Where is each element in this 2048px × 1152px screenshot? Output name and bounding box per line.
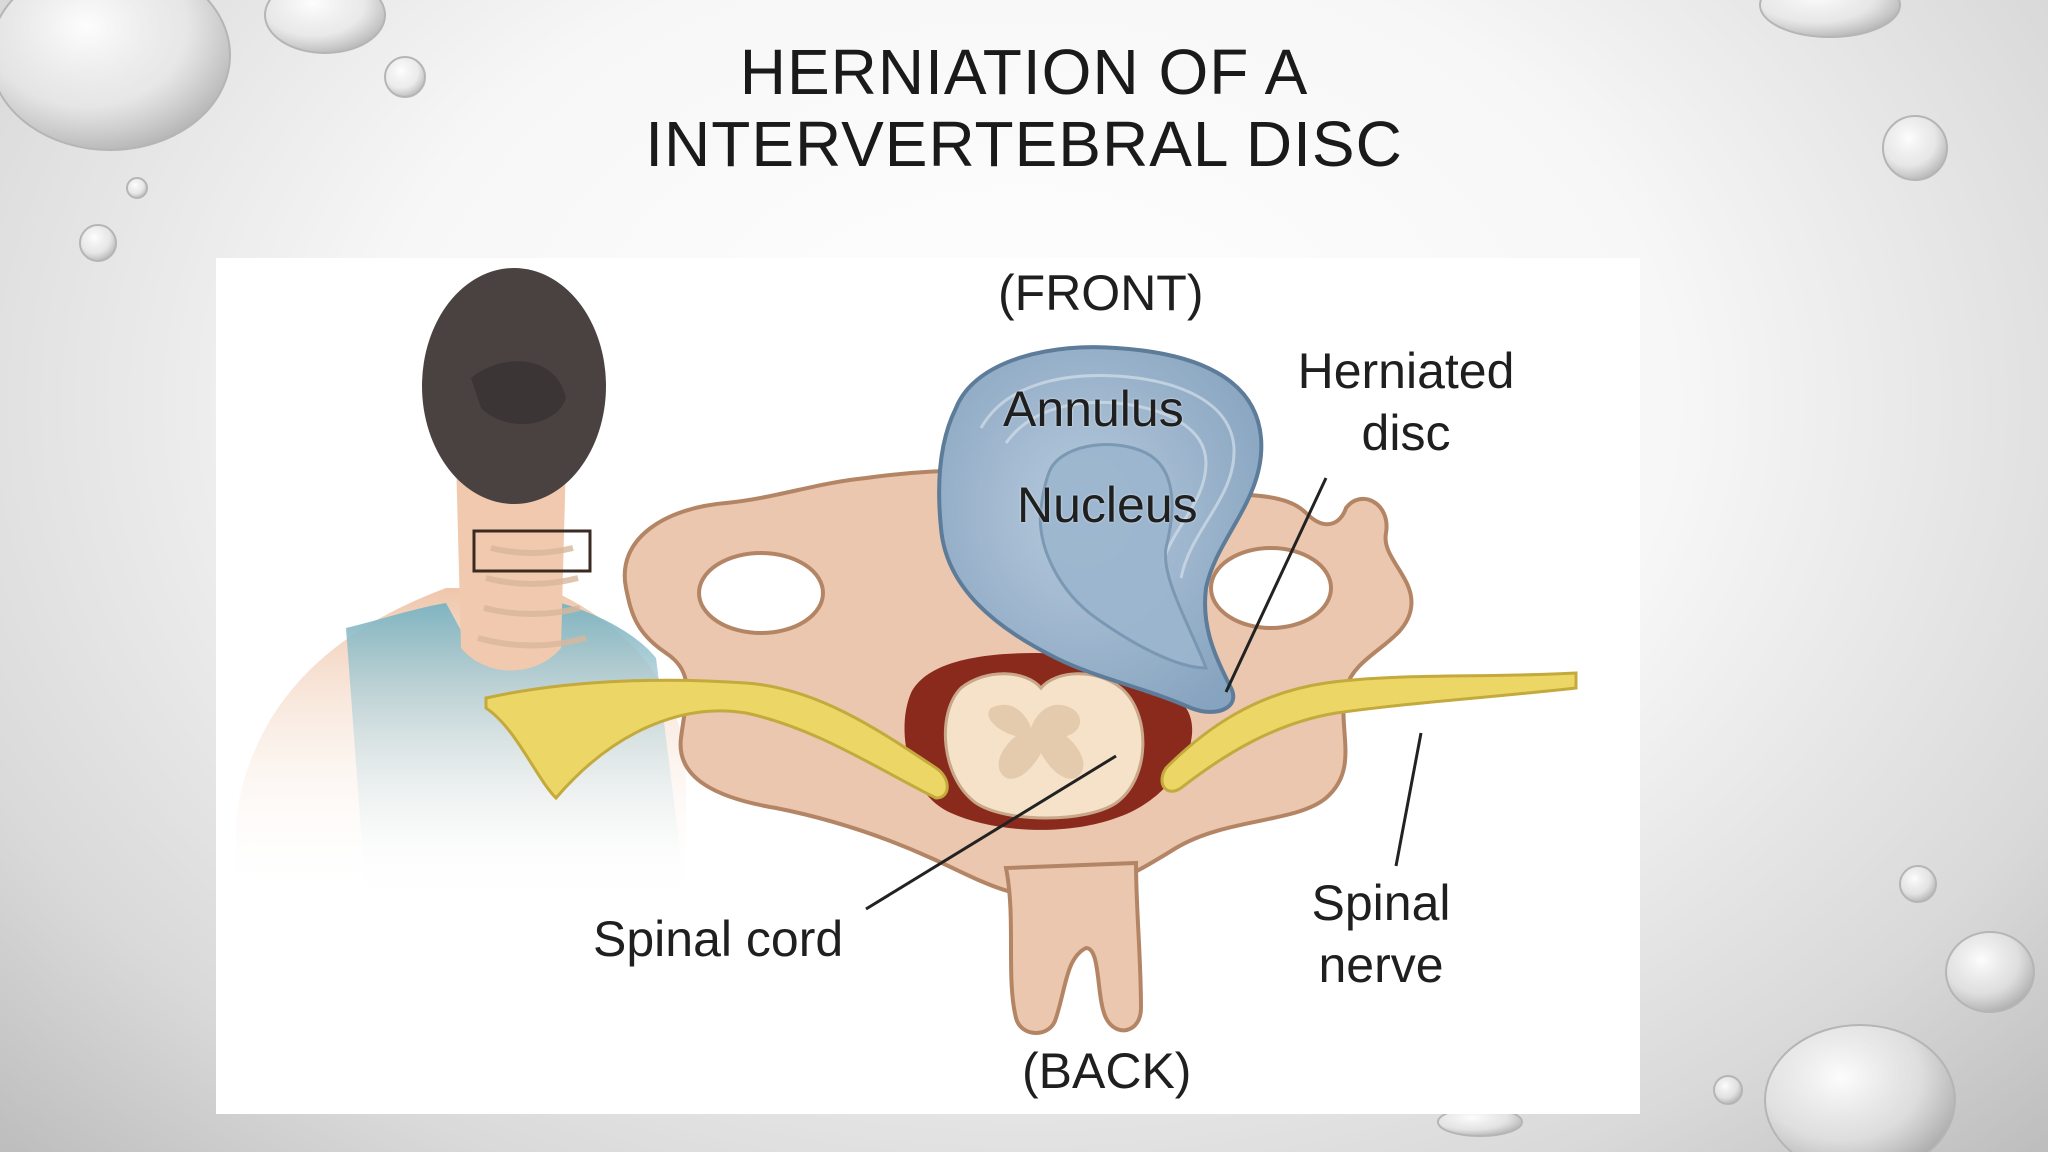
foramen-left xyxy=(697,551,825,635)
leader-line-herniated-disc xyxy=(1224,477,1328,693)
label-spinal-nerve-line-1: Spinal xyxy=(1311,875,1451,931)
water-drop xyxy=(264,0,386,54)
herniated-disc-illustration xyxy=(236,268,1578,1035)
water-drop xyxy=(79,224,117,262)
water-drop xyxy=(1759,0,1901,38)
water-drop xyxy=(0,0,231,151)
slide-title-line-1: HERNIATION OF A xyxy=(739,36,1309,108)
label-herniated-disc-line-2: disc xyxy=(1361,405,1451,461)
water-drop xyxy=(384,56,426,98)
foramen-right xyxy=(1209,546,1333,630)
nerve-right xyxy=(1160,671,1578,793)
neck-highlight-box xyxy=(472,529,592,573)
water-drop xyxy=(1882,115,1948,181)
spinal-nerves xyxy=(484,671,1578,801)
leader-lines xyxy=(865,477,1423,911)
label-spinal-cord: Spinal cord xyxy=(593,911,844,967)
shirt xyxy=(346,603,686,898)
hair-bun xyxy=(471,361,566,425)
water-drop xyxy=(1713,1075,1743,1105)
person-back-view xyxy=(236,268,686,898)
label-front: (FRONT) xyxy=(998,265,1204,321)
leader-line-spinal-nerve xyxy=(1394,732,1423,867)
spinous-process xyxy=(1003,860,1144,1035)
gray-matter xyxy=(988,704,1084,779)
label-annulus: Annulus xyxy=(1003,381,1184,437)
nerve-left xyxy=(484,678,949,801)
water-drop xyxy=(1764,1024,1956,1152)
water-drop xyxy=(1899,865,1937,903)
intervertebral-disc xyxy=(937,345,1264,714)
slide-title: HERNIATION OF A INTERVERTEBRAL DISC xyxy=(0,36,2048,180)
water-drop xyxy=(126,177,148,199)
label-herniated-disc: Herniated disc xyxy=(1271,340,1541,464)
neck-vertebrae xyxy=(477,545,587,649)
leader-line-spinal-cord xyxy=(865,754,1117,911)
slide-title-line-2: INTERVERTEBRAL DISC xyxy=(645,108,1403,180)
label-back: (BACK) xyxy=(1022,1043,1192,1099)
label-nucleus: Nucleus xyxy=(1017,477,1198,533)
diagram-panel: (FRONT) Annulus Nucleus Herniated disc S… xyxy=(216,258,1640,1114)
label-herniated-disc-line-1: Herniated xyxy=(1297,343,1515,399)
annulus-rings xyxy=(979,374,1236,579)
nucleus-shape xyxy=(1038,443,1209,670)
water-drop xyxy=(1945,931,2035,1013)
label-spinal-nerve-line-2: nerve xyxy=(1318,937,1444,993)
label-spinal-nerve: Spinal nerve xyxy=(1276,872,1486,996)
neck xyxy=(456,458,566,671)
spinal-cord xyxy=(943,672,1145,820)
